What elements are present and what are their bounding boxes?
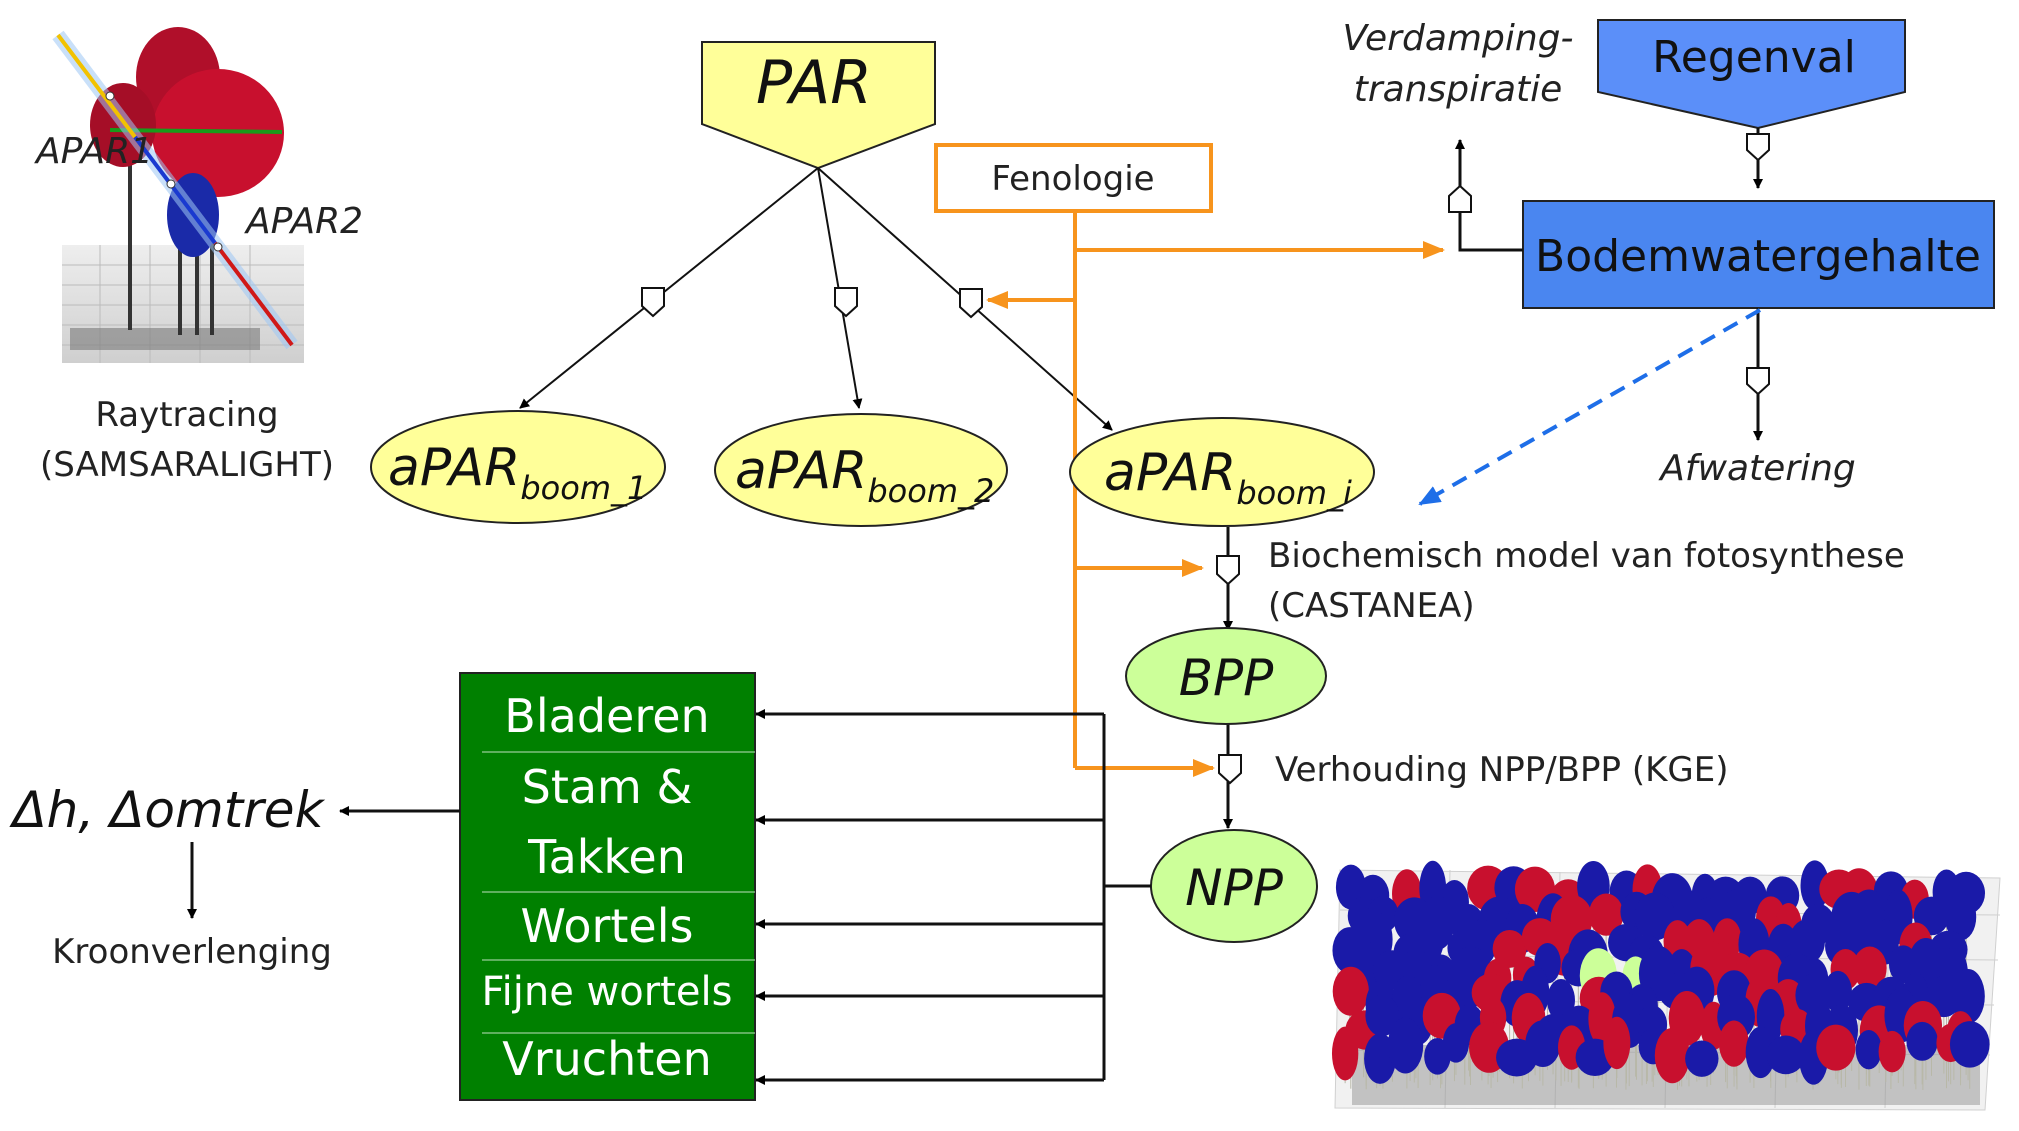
tree-crown — [1685, 1040, 1719, 1077]
alloc-vruchten: Vruchten — [502, 1032, 711, 1086]
flow-valve-icon — [1216, 555, 1240, 586]
biochem-label-2: (CASTANEA) — [1268, 586, 1475, 626]
ray-segment-blue — [133, 135, 217, 245]
apar-sub: boom_1 — [520, 469, 647, 507]
tree-crown — [1387, 1017, 1424, 1074]
samsaralight-label: (SAMSARALIGHT) — [40, 445, 334, 485]
flow-valve-icon — [1218, 754, 1242, 785]
allocation-labels: Bladeren Stam & Takken Wortels Fijne wor… — [482, 689, 733, 1086]
arrow-bodem-apari-dashed — [1418, 308, 1761, 506]
tree-crown — [1949, 1021, 1990, 1068]
fenologie-node — [934, 143, 1213, 213]
forest-stand-3d-illustration — [1331, 860, 2001, 1111]
allocation-connectors — [755, 709, 1151, 1085]
biochem-label-1: Biochemisch model van fotosynthese — [1268, 536, 1905, 576]
tree-crown — [1878, 1030, 1906, 1073]
tree-crown — [1906, 1021, 1938, 1061]
par-node — [701, 41, 936, 170]
tree-crown — [1588, 893, 1624, 936]
fenologie-label: Fenologie — [991, 159, 1154, 199]
apar-node-i: aPARboom_i — [1069, 417, 1375, 527]
apar2-label: APAR2 — [244, 201, 363, 242]
flow-valve-icon — [1746, 367, 1770, 396]
alloc-stam: Stam & — [522, 760, 693, 814]
apar-main: aPAR — [388, 438, 520, 498]
tree-crown — [1718, 1020, 1749, 1067]
par-label: PAR — [756, 48, 872, 118]
tree-crown — [1331, 1026, 1359, 1081]
apar-main: aPAR — [735, 441, 867, 501]
tree-crown — [1332, 966, 1369, 1016]
apar-node-2: aPARboom_2 — [714, 413, 1008, 527]
ray-segment-red — [213, 241, 294, 347]
forest-crowns — [1331, 860, 1990, 1090]
svg-text:aPARboom_2: aPARboom_2 — [735, 441, 994, 510]
tree-crown — [1745, 1026, 1776, 1079]
ray-segment-yellow — [56, 33, 137, 139]
alloc-fijne-wortels: Fijne wortels — [482, 969, 733, 1015]
flow-valve-icon — [1448, 184, 1472, 213]
flow-valve-icon — [1746, 133, 1770, 162]
tree-crown — [1365, 994, 1399, 1037]
bpp-node — [1125, 627, 1327, 725]
apar-node-1: aPARboom_1 — [370, 410, 666, 524]
evap-label-2: transpiratie — [1354, 69, 1563, 110]
tree-crown — [1816, 1024, 1856, 1071]
regenval-node — [1597, 19, 1906, 130]
kroonverlenging-label: Kroonverlenging — [52, 932, 332, 972]
production-valves — [1216, 555, 1242, 785]
tree-crown — [1603, 1016, 1631, 1070]
tree-crown — [1547, 979, 1575, 1022]
allocation-box — [459, 672, 756, 1101]
tree-crown — [1855, 1029, 1882, 1070]
tree-crown — [1442, 1023, 1470, 1063]
tree-crown — [1944, 893, 1977, 941]
alloc-bladeren: Bladeren — [504, 689, 709, 743]
alloc-wortels: Wortels — [521, 899, 694, 953]
flow-valves — [641, 287, 983, 319]
evap-label-1: Verdamping- — [1343, 18, 1574, 59]
bodemwater-node — [1522, 200, 1995, 309]
tree-raytracing-illustration: APAR1 APAR2 — [34, 27, 363, 363]
flow-valve-icon — [959, 288, 983, 319]
afwatering-label: Afwatering — [1658, 448, 1856, 489]
svg-text:aPARboom_i: aPARboom_i — [1104, 443, 1352, 512]
arrow-bodem-evap — [1455, 139, 1523, 252]
regenval-label: Regenval — [1652, 32, 1856, 83]
arrow-par-apar1 — [519, 167, 819, 409]
tree-crown — [1492, 929, 1527, 968]
bodemwater-label: Bodemwatergehalte — [1535, 231, 1981, 282]
alloc-takken: Takken — [527, 830, 686, 884]
water-valves — [1448, 133, 1770, 396]
ratio-label: Verhouding NPP/BPP (KGE) — [1275, 750, 1728, 790]
flow-valve-icon — [834, 287, 858, 318]
tree-crown — [1789, 919, 1825, 964]
flow-valve-icon — [641, 287, 665, 318]
tree-crown — [1634, 892, 1676, 941]
bpp-label: BPP — [1179, 649, 1274, 707]
svg-text:aPARboom_1: aPARboom_1 — [388, 438, 647, 507]
shadow — [70, 328, 260, 350]
npp-label: NPP — [1185, 859, 1284, 917]
apar1-label: APAR1 — [34, 131, 153, 172]
ray-point — [166, 179, 176, 189]
ray-point — [213, 242, 223, 252]
fenologie-connectors — [986, 211, 1445, 777]
apar-sub: boom_i — [1236, 474, 1352, 512]
allocation-dividers — [482, 751, 755, 1034]
delta-label: Δh, Δomtrek — [8, 781, 325, 839]
tree-crown — [1525, 1020, 1561, 1068]
tree-crown — [1852, 946, 1887, 990]
tree-crown — [1654, 1027, 1690, 1084]
apar-main: aPAR — [1104, 443, 1236, 503]
tree-crown — [1823, 970, 1852, 1013]
apar-sub: boom_2 — [867, 472, 994, 510]
raytracing-label: Raytracing — [95, 395, 278, 435]
tree-crown — [1951, 968, 1985, 1024]
ray-point — [105, 91, 115, 101]
tree-crown — [1766, 1035, 1805, 1075]
